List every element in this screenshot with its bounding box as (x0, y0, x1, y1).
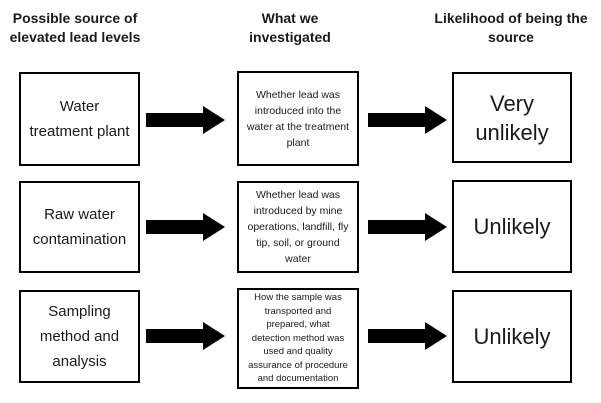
arrow-right-icon (146, 106, 225, 134)
arrow-right-icon (368, 106, 447, 134)
arrow-head (203, 213, 225, 241)
likelihood-box-very-unlikely: Very unlikely (452, 72, 572, 163)
arrow-head (425, 322, 447, 350)
arrow-shaft (146, 220, 203, 234)
arrow-shaft (146, 113, 203, 127)
arrow-shaft (368, 113, 425, 127)
arrow-right-icon (368, 213, 447, 241)
likelihood-box-unlikely-row3: Unlikely (452, 290, 572, 383)
arrow-head (425, 106, 447, 134)
investigated-box-raw-water: Whether lead was introduced by mine oper… (237, 181, 359, 273)
investigated-box-sampling-method: How the sample was transported and prepa… (237, 288, 359, 389)
arrow-shaft (368, 329, 425, 343)
column-header-likelihood: Likelihood of being the source (434, 10, 588, 45)
investigated-box-treatment-plant: Whether lead was introduced into the wat… (237, 71, 359, 166)
source-box-sampling-method: Sampling method and analysis (19, 290, 140, 383)
arrow-right-icon (146, 213, 225, 241)
source-box-water-treatment-plant: Water treatment plant (19, 72, 140, 166)
arrow-shaft (368, 220, 425, 234)
column-header-possible-source: Possible source of elevated lead levels (9, 10, 141, 45)
arrow-shaft (146, 329, 203, 343)
source-box-raw-water-contamination: Raw water contamination (19, 181, 140, 273)
arrow-right-icon (146, 322, 225, 350)
arrow-head (425, 213, 447, 241)
column-header-what-we-investigated: What we investigated (249, 10, 331, 45)
arrow-head (203, 322, 225, 350)
likelihood-box-unlikely-row2: Unlikely (452, 180, 572, 273)
arrow-right-icon (368, 322, 447, 350)
arrow-head (203, 106, 225, 134)
